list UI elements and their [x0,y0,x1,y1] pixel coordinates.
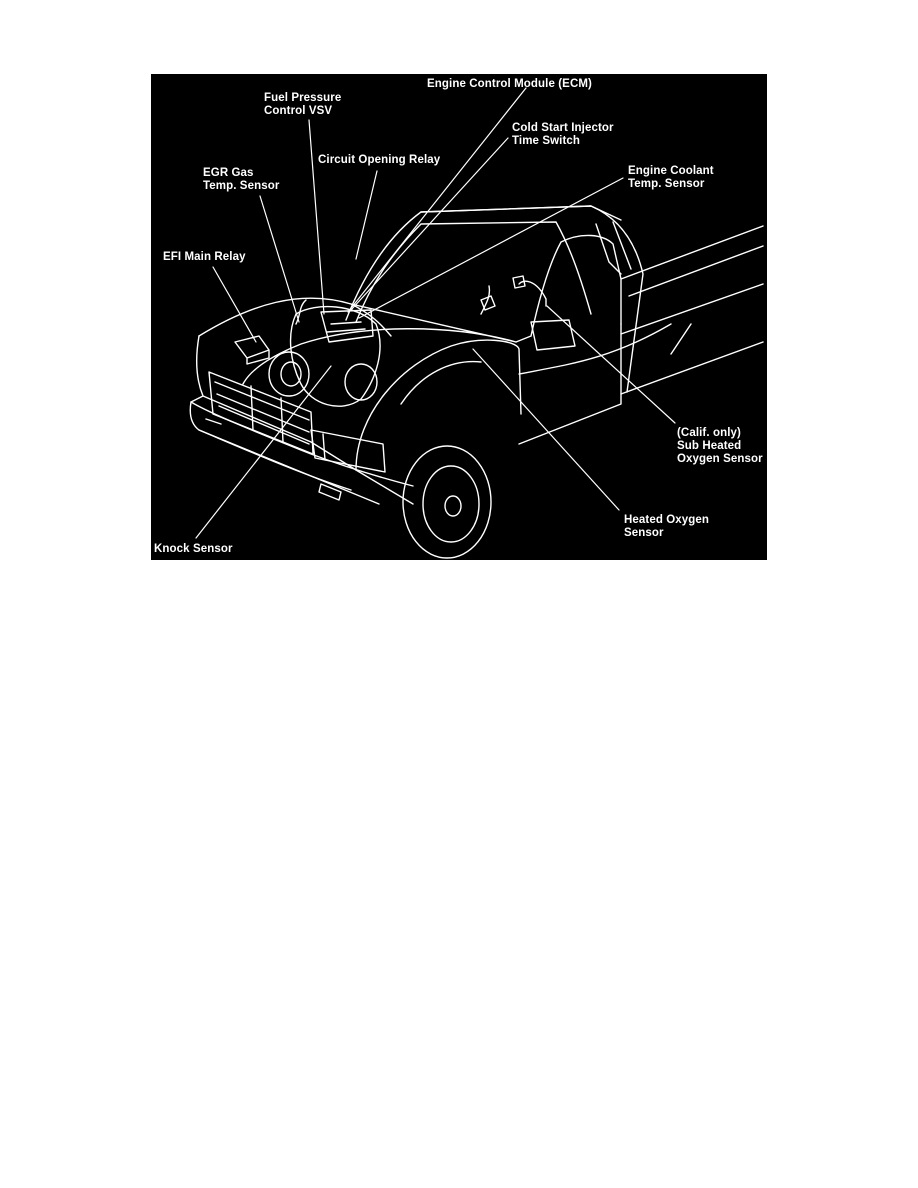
leader-sub-heated-o2 [546,305,676,424]
roof-line [420,205,622,221]
windshield [355,221,592,323]
label-cold-start: Cold Start Injector Time Switch [512,122,614,147]
engine-block [289,305,381,407]
leader-coolant-temp [358,177,624,319]
leader-egr-temp [259,195,300,323]
harness-connector [480,275,526,311]
door-window [530,234,622,337]
bed-rails [620,225,764,395]
leader-cold-start [350,137,509,311]
grille [208,371,314,455]
component-location-diagram: Engine Control Module (ECM) Fuel Pressur… [151,74,767,560]
intake-manifold [320,309,374,343]
air-cleaner [268,351,310,397]
front-fender [355,339,522,471]
label-coolant-temp: Engine Coolant Temp. Sensor [628,165,714,190]
label-heated-o2: Heated Oxygen Sensor [624,514,710,539]
headlight [310,429,386,473]
hub [444,495,462,517]
leader-heated-o2 [472,348,620,511]
label-fuel-pressure-vsv: Fuel Pressure Control VSV [264,92,342,117]
fan [344,363,378,401]
bumper [190,401,414,491]
leader-lines [195,87,676,539]
leader-ecm [347,87,527,313]
door-outline [515,323,622,445]
hood-edge [350,303,392,337]
mirror [530,319,576,351]
leader-efi-main-relay [212,266,257,343]
air-cleaner-inner [280,361,302,387]
fog-lights [205,418,342,501]
front-tire [402,445,492,559]
cab-outline [345,205,644,393]
label-egr-temp: EGR Gas Temp. Sensor [203,167,280,192]
side-line [518,323,672,375]
hood [198,297,517,385]
leader-circuit-opening-relay [355,170,378,260]
truck-illustration [189,87,764,559]
label-knock-sensor: Knock Sensor [154,543,233,555]
efi-relay-box [234,335,270,365]
front-wheel [422,465,480,543]
label-efi-main-relay: EFI Main Relay [163,251,246,263]
front-fascia [189,335,414,505]
leader-fuel-pressure-vsv [308,119,325,315]
leader-knock-sensor [195,365,332,539]
label-ecm: Engine Control Module (ECM) [427,78,592,90]
label-sub-heated-o2: (Calif. only) Sub Heated Oxygen Sensor [677,427,763,465]
wiring [295,280,547,325]
label-circuit-opening-relay: Circuit Opening Relay [318,154,441,166]
